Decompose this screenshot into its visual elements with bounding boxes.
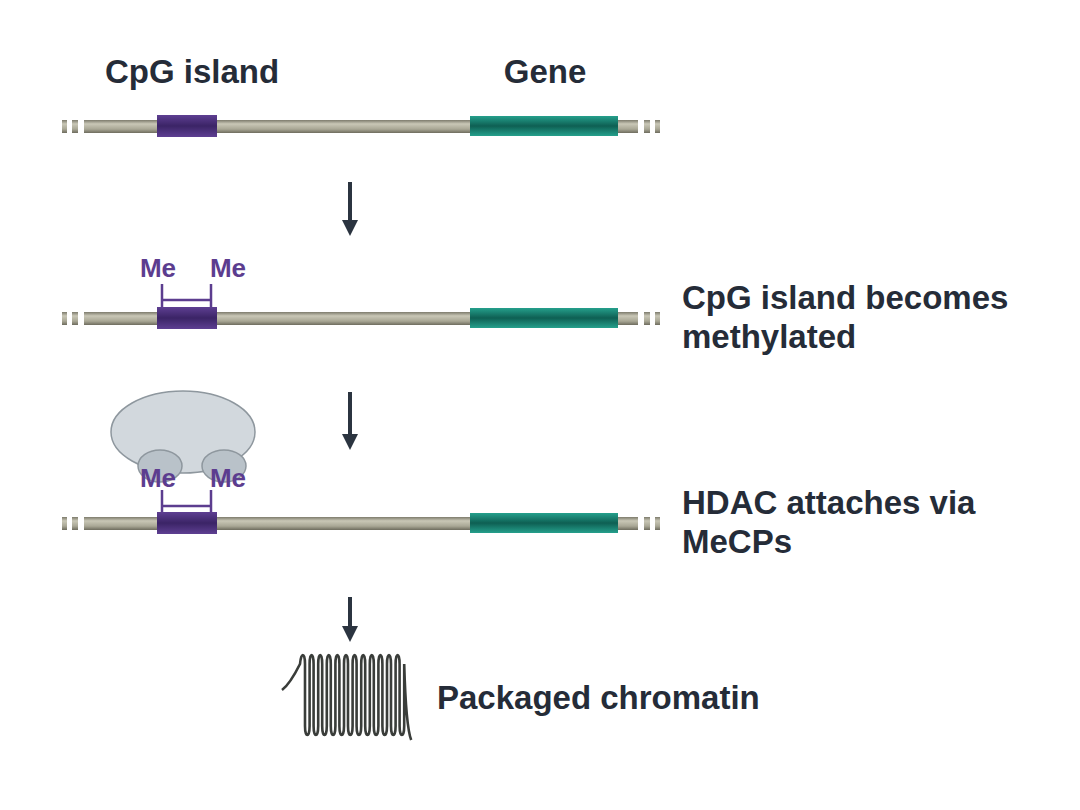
step-label: HDAC attaches via MeCPs xyxy=(682,484,1072,562)
step-label: CpG island becomes methylated xyxy=(682,279,1072,357)
methyl-label: Me xyxy=(210,463,246,494)
methyl-label: Me xyxy=(140,253,176,284)
region-label: CpG island xyxy=(105,53,279,92)
region-label: Gene xyxy=(504,53,587,92)
chromatin-coil xyxy=(282,655,411,740)
methyl-label: Me xyxy=(140,463,176,494)
step-label: Packaged chromatin xyxy=(437,679,760,718)
chromatin-fiber xyxy=(282,655,411,740)
methyl-label: Me xyxy=(210,253,246,284)
